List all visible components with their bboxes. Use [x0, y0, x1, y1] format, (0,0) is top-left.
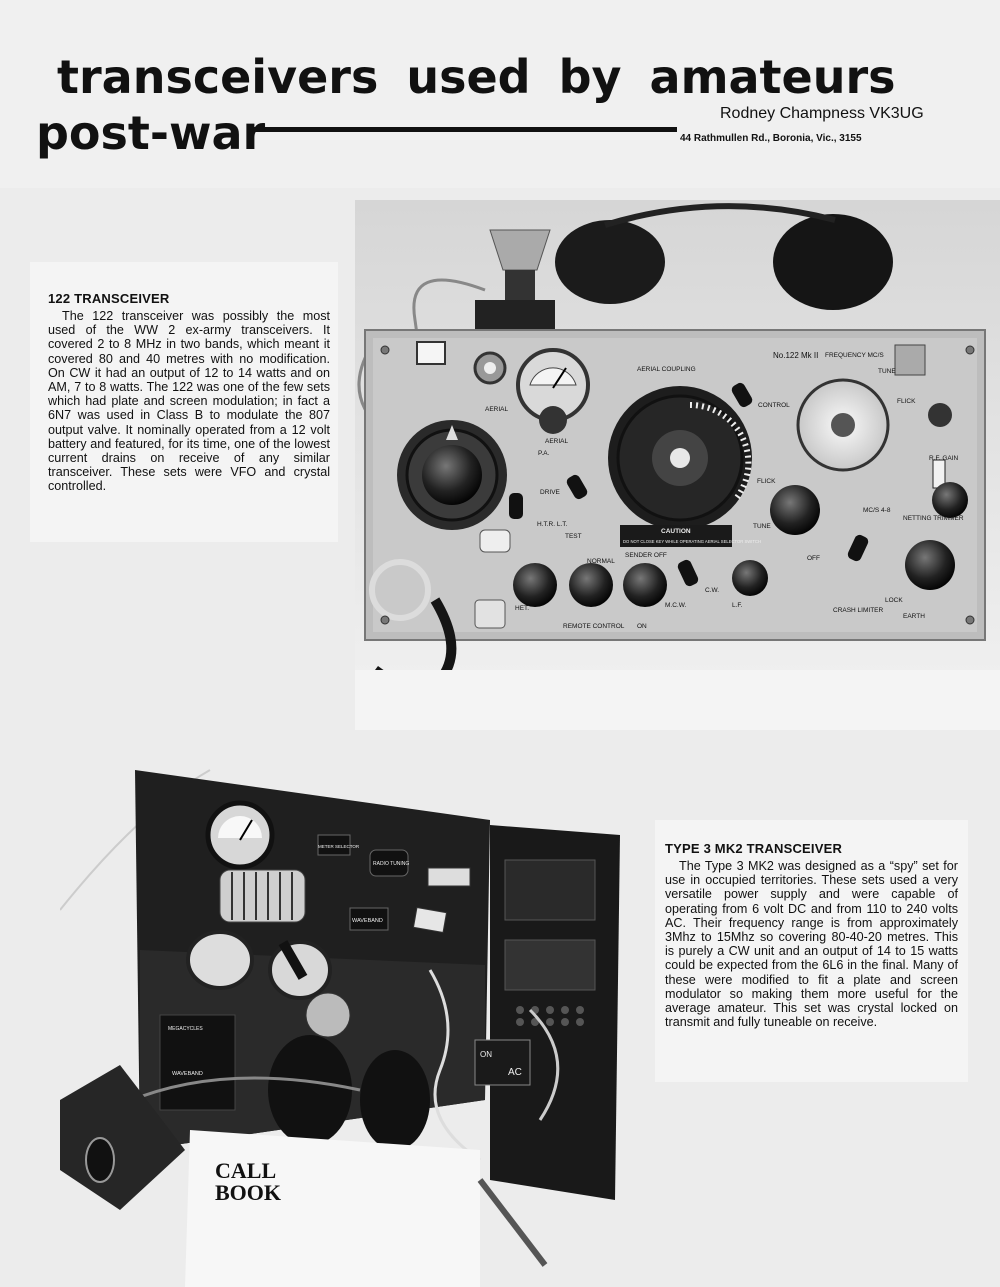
label-model: No.122 Mk II [773, 351, 818, 360]
label-lf: L.F. [732, 602, 743, 609]
label-tune-top: TUNE [878, 368, 896, 375]
label-caution-text: DO NOT CLOSE KEY WHILE OPERATING AERIAL … [623, 539, 761, 544]
label-crash-limiter: CRASH LIMITER [833, 607, 884, 614]
photo-type3-mk2-transceiver: METER SELECTOR RADIO TUNING WAVEBAND MEG… [60, 760, 642, 1287]
article-mk2-body: The Type 3 MK2 was designed as a “spy” s… [665, 859, 958, 1030]
label-ac: AC [508, 1067, 522, 1078]
label-control: CONTROL [758, 402, 790, 409]
article-122-heading: 122 TRANSCEIVER [48, 291, 170, 306]
label-aerial: AERIAL [485, 406, 509, 413]
article-122-body: The 122 transceiver was possibly the mos… [48, 309, 330, 494]
article-title-continued: post-war [36, 106, 266, 160]
label-on: ON [637, 623, 647, 630]
author-address: 44 Rathmullen Rd., Boronia, Vic., 3155 [680, 133, 862, 144]
label-mcw: M.C.W. [665, 602, 686, 609]
label-netting-trimmer: NETTING TRIMMER [903, 515, 964, 522]
label-waveband-2: WAVEBAND [172, 1071, 203, 1077]
label-off: OFF [807, 555, 820, 562]
label-waveband: WAVEBAND [352, 918, 383, 924]
title-band [0, 0, 1000, 188]
article-mk2-heading: TYPE 3 MK2 TRANSCEIVER [665, 841, 843, 856]
label-sender-off: SENDER OFF [625, 552, 667, 559]
label-megacycles: MEGACYCLES [168, 1026, 203, 1032]
label-flick-top: FLICK [897, 398, 916, 405]
title-rule [254, 127, 677, 132]
label-aerial-coupling: AERIAL COUPLING [637, 366, 696, 373]
label-drive: DRIVE [540, 489, 561, 496]
label-meter-selector: METER SELECTOR [318, 844, 360, 849]
label-aerial-2: AERIAL [545, 438, 569, 445]
label-lock: LOCK [885, 597, 903, 604]
call-book-title-2: BOOK [215, 1180, 281, 1205]
author-name: Rodney Champness VK3UG [720, 105, 924, 122]
label-htr: H.T.R. L.T. [537, 521, 568, 528]
label-earth: EARTH [903, 613, 925, 620]
article-mk2-box: TYPE 3 MK2 TRANSCEIVER The Type 3 MK2 wa… [655, 820, 968, 1082]
label-rf-gain: R.F. GAIN [929, 455, 959, 462]
label-het: HET. [515, 605, 529, 612]
label-pa: P.A. [538, 450, 550, 457]
label-caution: CAUTION [661, 528, 691, 535]
article-title: transceivers used by amateurs [57, 50, 896, 104]
call-book-title-1: CALL [215, 1158, 276, 1183]
label-test: TEST [565, 533, 582, 540]
label-tune: TUNE [753, 523, 771, 530]
label-cw: C.W. [705, 587, 719, 594]
article-122-box: 122 TRANSCEIVER The 122 transceiver was … [30, 262, 338, 542]
photo-122-transceiver: AERIAL COUPLING No.122 Mk II FREQUENCY M… [355, 200, 1000, 730]
label-mcs: MC/S 4-8 [863, 507, 891, 514]
label-on: ON [480, 1050, 492, 1059]
label-radio-tuning: RADIO TUNING [373, 861, 409, 867]
label-flick: FLICK [757, 478, 776, 485]
label-frequency: FREQUENCY MC/S [825, 352, 884, 359]
label-normal: NORMAL [587, 558, 615, 565]
label-remote-control: REMOTE CONTROL [563, 623, 625, 630]
